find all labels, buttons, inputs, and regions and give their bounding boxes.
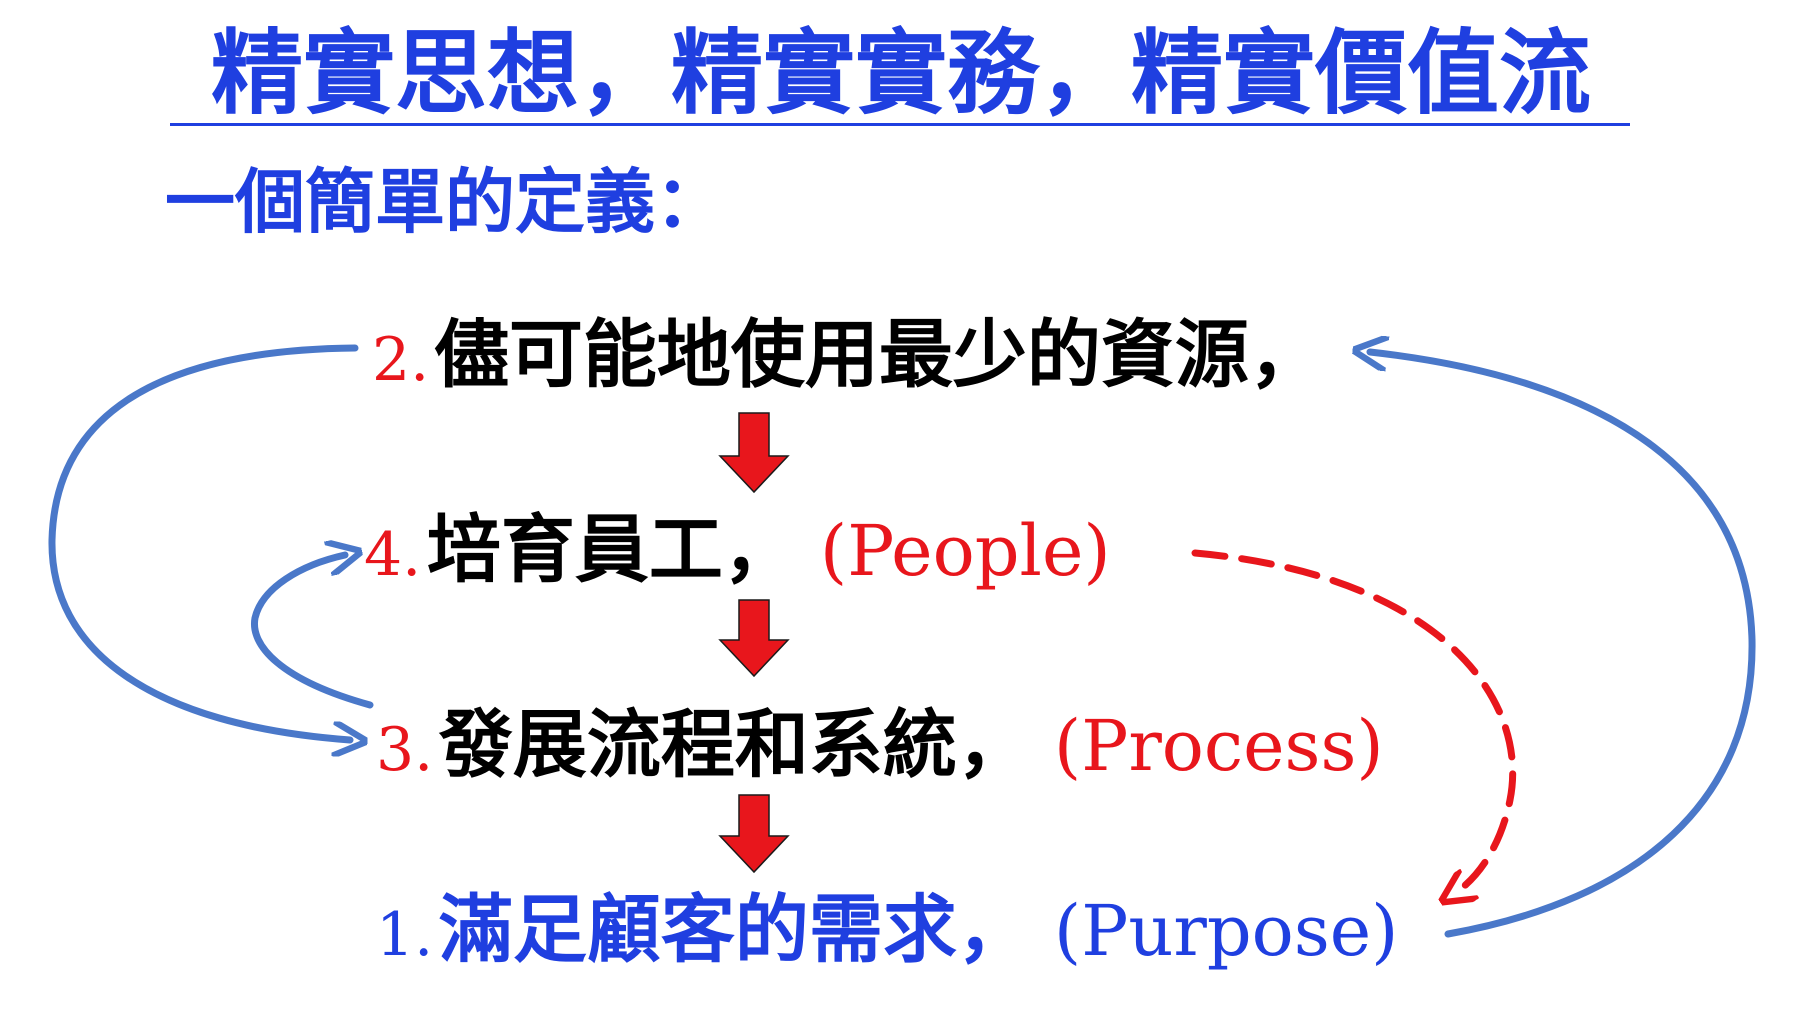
step-number: 1. [376,900,434,970]
step-tag-purpose: (Purpose) [1053,890,1399,972]
dashed-curved-arrow-icon [1191,549,1517,893]
title-underline [170,123,1630,126]
curved-arrow-icon [48,344,355,740]
step-purpose: 1. 滿足顧客的需求， (Purpose) [376,885,1398,995]
step-number: 4. [364,520,422,590]
step-number: 3. [376,715,434,785]
step-text: 儘可能地使用最少的資源， [434,312,1323,398]
step-text: 發展流程和系統， [438,702,1031,788]
page-title: 精實思想，精實實務，精實價值流 [210,19,1591,127]
step-people: 4. 培育員工， (People) [364,505,1111,615]
step-resources: 2. 儘可能地使用最少的資源， [372,310,1323,420]
curved-arrow-icon [250,555,374,709]
step-text: 培育員工， [426,507,797,593]
curved-arrow-icon [1370,352,1756,938]
step-tag-process: (Process) [1053,705,1384,787]
definition-heading: 一個簡單的定義： [165,160,725,243]
down-arrow-icon [718,794,790,874]
down-arrow-icon [718,599,790,678]
step-tag-people: (People) [819,510,1111,592]
down-arrow-icon [718,412,790,494]
step-text: 滿足顧客的需求， [438,887,1031,973]
step-process: 3. 發展流程和系統， (Process) [376,700,1384,810]
step-number: 2. [372,325,430,395]
